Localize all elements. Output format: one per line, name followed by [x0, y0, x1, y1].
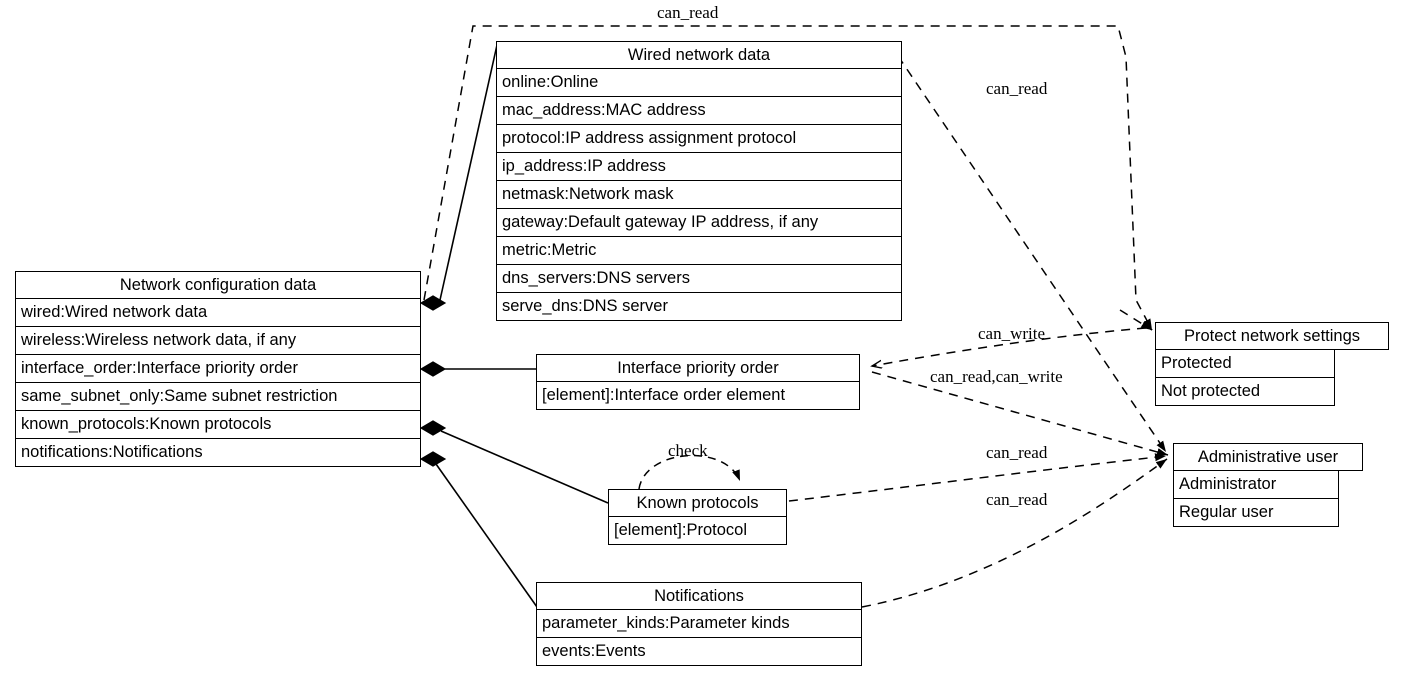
edge-composition-notifications	[435, 463, 538, 608]
edge-label-can-read-middle: can_read	[986, 443, 1048, 462]
class-attribute-row: netmask:Network mask	[496, 181, 902, 209]
edge-can-read-known-protocols-to-admin	[788, 453, 1167, 502]
composition-diamond-notifications	[419, 451, 447, 467]
composition-diamond-wired	[419, 295, 447, 311]
class-title-wired-network-data: Wired network data	[496, 41, 902, 69]
class-attribute-row: protocol:IP address assignment protocol	[496, 125, 902, 153]
composition-diamond-known-protocols	[419, 420, 447, 436]
edge-label-can-read-can-write: can_read,can_write	[930, 367, 1063, 386]
edge-label-can-read-top: can_read	[657, 3, 719, 22]
class-attribute-row: same_subnet_only:Same subnet restriction	[15, 383, 421, 411]
class-attribute-row: gateway:Default gateway IP address, if a…	[496, 209, 902, 237]
class-attribute-row: known_protocols:Known protocols	[15, 411, 421, 439]
edge-label-can-read-upper-right: can_read	[986, 79, 1048, 98]
edge-label-can-write: can_write	[978, 324, 1046, 343]
class-attribute-row: mac_address:MAC address	[496, 97, 902, 125]
class-attribute-row: Administrator	[1173, 471, 1339, 499]
class-attribute-row: interface_order:Interface priority order	[15, 355, 421, 383]
edge-can-read-notifications-to-admin	[861, 458, 1168, 608]
class-attribute-row: Not protected	[1155, 378, 1335, 406]
class-title-network-configuration-data: Network configuration data	[15, 271, 421, 299]
class-title-known-protocols: Known protocols	[608, 489, 787, 517]
class-administrative-user[interactable]: Administrative user Administrator Regula…	[1173, 443, 1363, 527]
class-attribute-row: events:Events	[536, 638, 862, 666]
class-attribute-row: ip_address:IP address	[496, 153, 902, 181]
class-attribute-row: [element]:Protocol	[608, 517, 787, 545]
class-title-interface-priority-order: Interface priority order	[536, 354, 860, 382]
edge-label-check: check	[668, 441, 708, 460]
class-attribute-row: Protected	[1155, 350, 1335, 378]
class-attribute-row: serve_dns:DNS server	[496, 293, 902, 321]
class-attribute-row: [element]:Interface order element	[536, 382, 860, 410]
class-attribute-row: dns_servers:DNS servers	[496, 265, 902, 293]
class-attribute-row: online:Online	[496, 69, 902, 97]
composition-diamond-interface-order	[419, 361, 447, 377]
class-known-protocols[interactable]: Known protocols [element]:Protocol	[608, 489, 787, 545]
class-network-configuration-data[interactable]: Network configuration data wired:Wired n…	[15, 271, 421, 467]
class-attribute-row: wireless:Wireless network data, if any	[15, 327, 421, 355]
edge-can-read-wired-to-admin	[897, 55, 1167, 453]
edge-can-read-top	[423, 25, 1153, 331]
class-title-administrative-user: Administrative user	[1173, 443, 1363, 471]
class-attribute-row: wired:Wired network data	[15, 299, 421, 327]
class-notifications[interactable]: Notifications parameter_kinds:Parameter …	[536, 582, 862, 666]
edge-label-can-read-lower: can_read	[986, 490, 1048, 509]
class-interface-priority-order[interactable]: Interface priority order [element]:Inter…	[536, 354, 860, 410]
class-wired-network-data[interactable]: Wired network data online:Online mac_add…	[496, 41, 902, 321]
class-title-notifications: Notifications	[536, 582, 862, 610]
edge-can-write-interface-to-protect	[872, 327, 1147, 366]
edge-check-self-loop	[638, 454, 741, 490]
class-attribute-row: Regular user	[1173, 499, 1339, 527]
class-attribute-row: parameter_kinds:Parameter kinds	[536, 610, 862, 638]
class-attribute-row: notifications:Notifications	[15, 439, 421, 467]
class-title-protect-network-settings: Protect network settings	[1155, 322, 1389, 350]
class-protect-network-settings[interactable]: Protect network settings Protected Not p…	[1155, 322, 1389, 406]
edge-composition-wired	[439, 44, 498, 301]
edge-composition-known-protocols	[440, 430, 609, 504]
edge-can-read-can-write-interface-to-admin	[871, 371, 1169, 456]
class-attribute-row: metric:Metric	[496, 237, 902, 265]
edge-can-write-arrowhead-protect	[1119, 309, 1153, 331]
